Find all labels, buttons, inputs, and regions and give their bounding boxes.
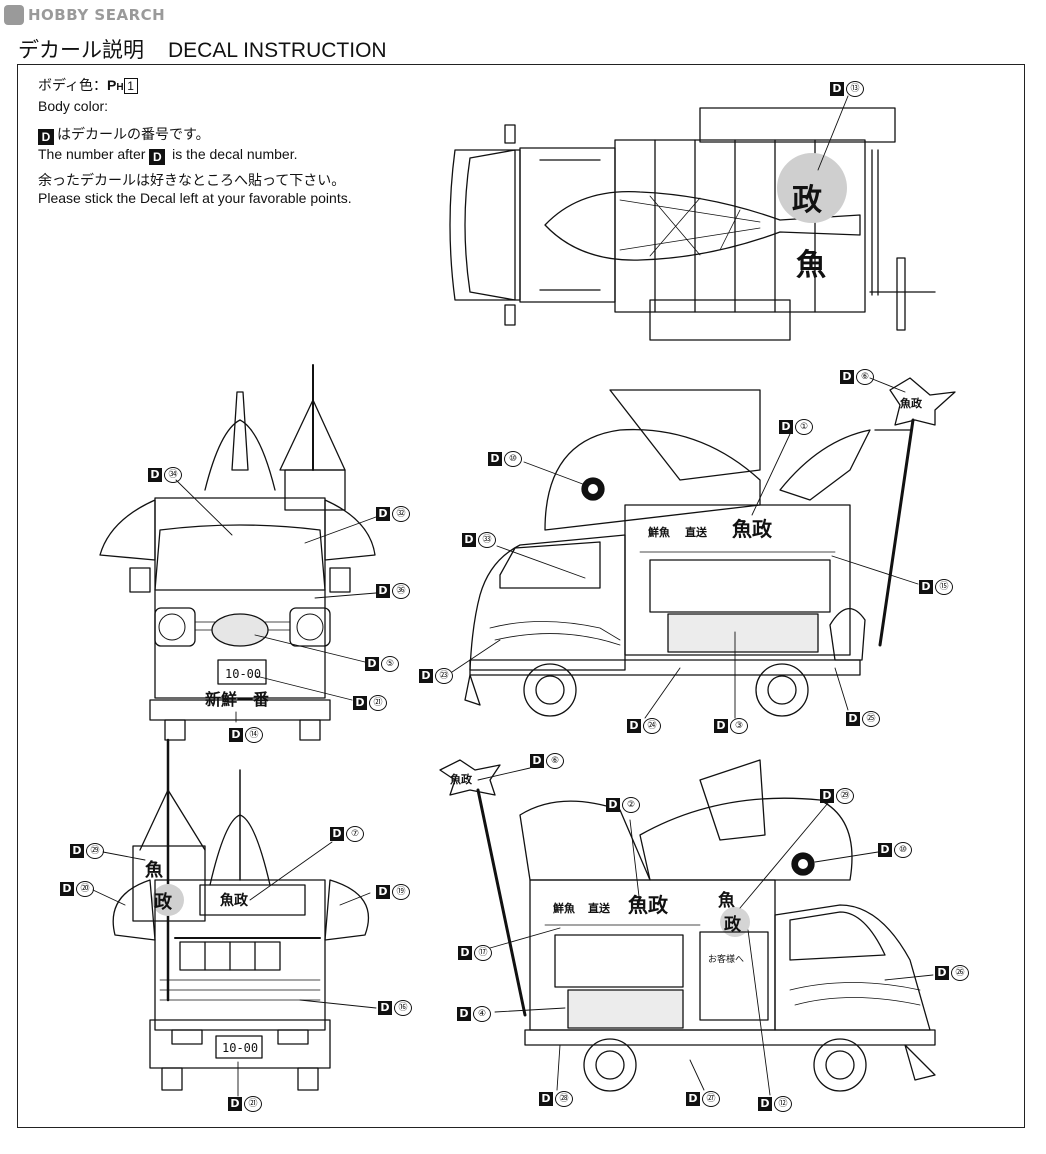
top-sign-uomasa-2: 魚 <box>796 248 826 283</box>
leftover-jp: 余ったデカールは好きなところへ貼って下さい。 <box>38 172 346 188</box>
rear-sign-uomasa: 魚政 <box>220 892 249 909</box>
page-title: デカール説明 DECAL INSTRUCTION <box>18 34 387 64</box>
rear-banner-masa: 政 <box>154 891 173 913</box>
logo-text: HOBBY SEARCH <box>28 6 166 24</box>
side-view-right: 魚政 鮮魚 直送 魚政 <box>464 377 956 717</box>
right-sign-uomasa: 魚政 <box>732 517 773 541</box>
hobby-search-logo: HOBBY SEARCH <box>4 4 165 26</box>
rear-banner-uo: 魚 <box>145 859 163 881</box>
flag-right-uomasa: 魚政 <box>900 396 923 410</box>
customer-notice: お客様へ <box>708 953 744 965</box>
ph-sub: H <box>116 82 124 93</box>
front-shinsen: 新鮮一番 <box>205 690 270 709</box>
leader-lines <box>92 95 934 1097</box>
decal-box-icon: D <box>149 149 166 165</box>
right-sign-direct: 直送 <box>685 525 708 539</box>
left-sign-uomasa: 魚政 <box>628 893 669 917</box>
title-en: DECAL INSTRUCTION <box>168 39 387 62</box>
body-color-en: Body color: <box>38 98 109 114</box>
front-plate: 10-00 <box>225 667 261 681</box>
ph-number: 1 <box>123 78 138 94</box>
decal-number-en: The number after D is the decal number. <box>38 146 298 165</box>
logo-icon <box>4 5 24 25</box>
rear-view: 魚 政 魚政 10-00 <box>112 738 370 1091</box>
left-sign-fresh: 鮮魚 <box>553 901 575 915</box>
title-jp: デカール説明 <box>18 39 144 62</box>
decal-box-icon: D <box>38 129 54 145</box>
left-sign-direct: 直送 <box>588 901 611 915</box>
top-view: 政 魚 <box>449 107 936 341</box>
ph-letter: P <box>107 77 117 93</box>
leftover-en: Please stick the Decal left at your favo… <box>38 190 352 206</box>
front-view: 10-00 新鮮一番 <box>99 364 376 741</box>
top-sign-uomasa-1: 政 <box>792 183 822 218</box>
left-big-masa: 政 <box>724 914 742 935</box>
flag-left-uomasa: 魚政 <box>450 772 473 786</box>
instruction-frame <box>17 64 1025 1128</box>
right-sign-fresh: 鮮魚 <box>648 525 670 539</box>
side-view-left: 魚政 鮮魚 直送 魚政 魚 政 お客様へ <box>439 759 936 1092</box>
rear-plate: 10-00 <box>222 1041 258 1055</box>
left-big-uo: 魚 <box>718 890 735 911</box>
